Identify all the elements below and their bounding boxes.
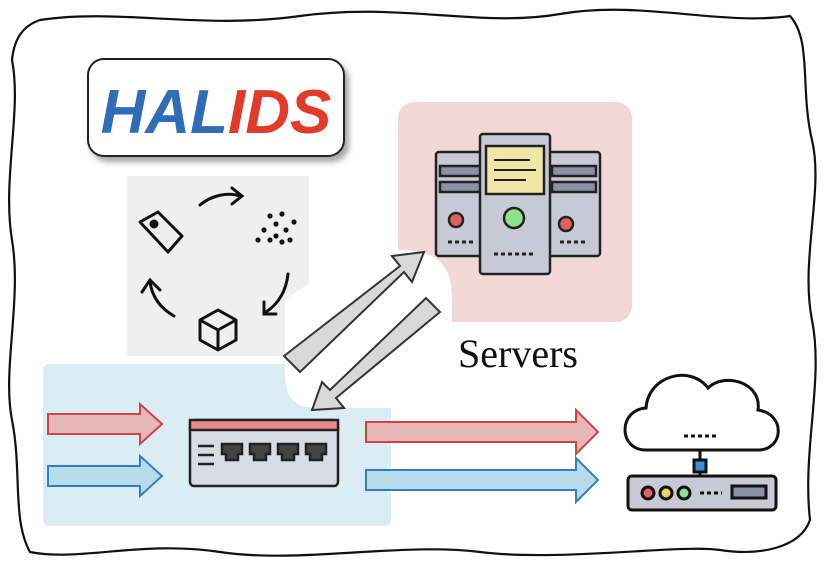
arrow-to-servers	[282, 250, 426, 374]
cycle-arrow-icon	[198, 186, 245, 207]
halids-logo	[87, 58, 345, 157]
network-switch-icon	[188, 418, 340, 488]
logo-part-hal: HAL	[101, 78, 228, 147]
cube-icon	[198, 308, 238, 352]
arrow-from-servers	[310, 296, 442, 412]
logo-part-ids: IDS	[228, 78, 331, 147]
cycle-arrow-icon	[140, 277, 176, 318]
cycle-arrow-icon	[262, 272, 290, 316]
cloud-server-icon	[623, 373, 780, 512]
input-arrow-blue	[47, 453, 164, 499]
server-rack-icon	[434, 132, 602, 276]
cycle-panel	[127, 176, 309, 356]
input-arrow-red	[47, 401, 164, 447]
logo-text: HALIDS	[101, 78, 332, 147]
tag-icon	[138, 210, 184, 254]
scatter-dots-icon	[255, 211, 297, 245]
output-arrow-blue	[365, 455, 600, 505]
output-arrow-red	[365, 407, 600, 457]
servers-label: Servers	[458, 331, 578, 376]
